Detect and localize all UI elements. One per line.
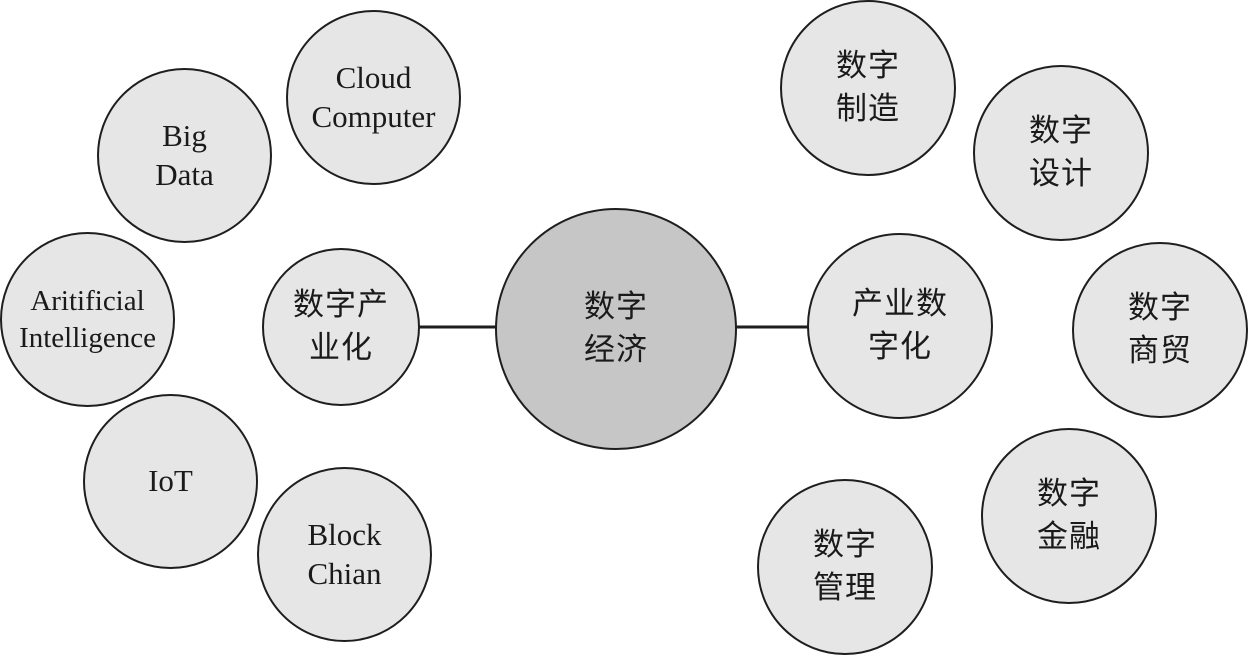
node-label: Block Chian	[307, 516, 382, 591]
node-label: Cloud Computer	[311, 59, 436, 134]
node-label: 数字 金融	[1037, 476, 1101, 555]
node-digital-commerce[interactable]: 数字 商贸	[1072, 242, 1248, 418]
node-label: 产业数 字化	[852, 286, 948, 365]
node-label: 数字 制造	[836, 48, 900, 127]
node-label: Aritificial Intelligence	[19, 285, 156, 354]
node-digital-manufacturing[interactable]: 数字 制造	[780, 0, 956, 176]
node-artificial-intelligence[interactable]: Aritificial Intelligence	[0, 232, 175, 407]
node-label: 数字 管理	[813, 527, 877, 606]
node-label: 数字 经济	[584, 289, 648, 368]
node-block-chain[interactable]: Block Chian	[257, 467, 432, 642]
node-cloud-computer[interactable]: Cloud Computer	[286, 10, 461, 185]
node-label: IoT	[148, 463, 193, 499]
node-digital-industrialization[interactable]: 数字产 业化	[262, 248, 420, 406]
node-digital-economy[interactable]: 数字 经济	[495, 208, 737, 450]
node-label: 数字 设计	[1029, 113, 1093, 192]
node-digital-management[interactable]: 数字 管理	[757, 479, 933, 655]
node-iot[interactable]: IoT	[83, 394, 258, 569]
node-label: Big Data	[155, 117, 214, 192]
node-digital-finance[interactable]: 数字 金融	[981, 428, 1157, 604]
node-label: 数字 商贸	[1128, 290, 1192, 369]
node-big-data[interactable]: Big Data	[97, 68, 272, 243]
node-industrial-digitalization[interactable]: 产业数 字化	[807, 233, 993, 419]
node-digital-design[interactable]: 数字 设计	[973, 65, 1149, 241]
node-label: 数字产 业化	[293, 287, 389, 366]
